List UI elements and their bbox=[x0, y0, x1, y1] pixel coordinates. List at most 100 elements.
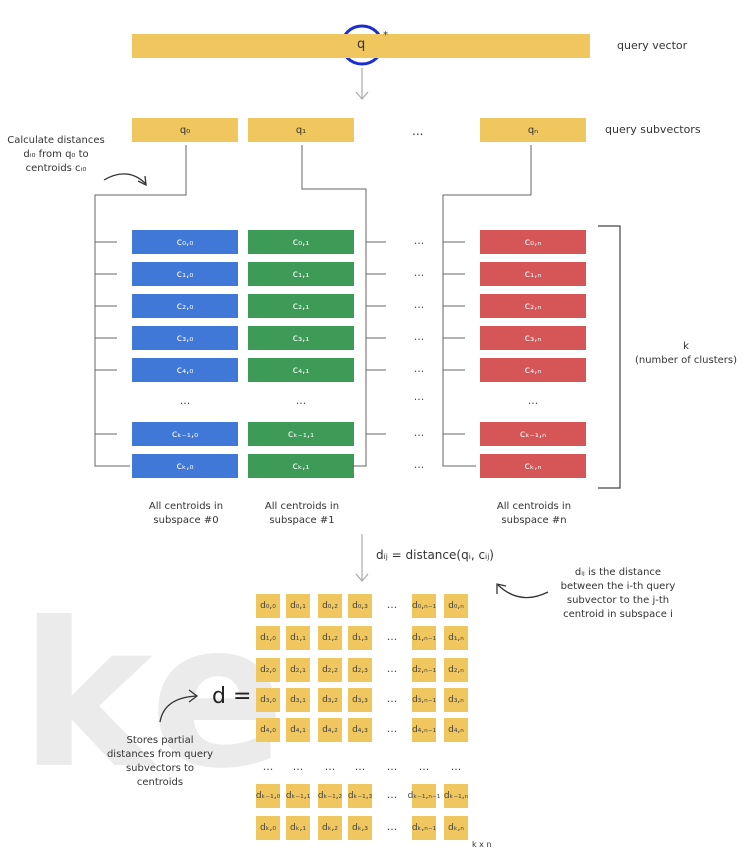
subspace-1-dots: ... bbox=[295, 394, 307, 407]
matrix-dots: ... bbox=[386, 692, 398, 705]
matrix-cell: d₂,₁ bbox=[286, 658, 310, 682]
matrix-cell: d₀,ₙ bbox=[444, 594, 468, 618]
subspace-0-centroid: c₃,₀ bbox=[132, 326, 238, 350]
matrix-cell: dₖ,ₙ bbox=[444, 816, 468, 840]
matrix-cell: d₁,ₙ₋₁ bbox=[412, 626, 436, 650]
subspace-0-centroid: c₀,₀ bbox=[132, 230, 238, 254]
matrix-cell: dₖ₋₁,₃ bbox=[348, 784, 372, 808]
query-vector-bar bbox=[132, 34, 590, 58]
distance-note-line3: subvector to the j-th bbox=[566, 595, 670, 606]
matrix-cell: d₂,₃ bbox=[348, 658, 372, 682]
query-vector-label: q bbox=[357, 37, 366, 52]
watermark: ke bbox=[20, 580, 288, 813]
caption-subspace-n-line1: All centroids in bbox=[496, 501, 572, 512]
matrix-dots: ... bbox=[292, 760, 304, 773]
matrix-cell: d₁,₁ bbox=[286, 626, 310, 650]
subspace-n-centroid: c₂,ₙ bbox=[480, 294, 586, 318]
k-label: k bbox=[683, 341, 689, 352]
subvector-0: q₀ bbox=[132, 118, 238, 142]
subspace-1-centroid: c₁,₁ bbox=[248, 262, 354, 286]
matrix-cell: d₄,ₙ₋₁ bbox=[412, 718, 436, 742]
subspace-n-centroid: c₀,ₙ bbox=[480, 230, 586, 254]
d-equals-label: d = bbox=[212, 684, 252, 709]
subspace-1-centroid: c₀,₁ bbox=[248, 230, 354, 254]
matrix-dots: ... bbox=[354, 760, 366, 773]
matrix-dots: ... bbox=[262, 760, 274, 773]
calc-note-line2: dᵢ₀ from q₀ to bbox=[23, 149, 89, 160]
matrix-cell: d₃,₀ bbox=[256, 688, 280, 712]
subspace-n-centroid: c₁,ₙ bbox=[480, 262, 586, 286]
subvector-n: qₙ bbox=[480, 118, 586, 142]
store-note: Stores partial distances from query subv… bbox=[100, 734, 220, 790]
subvector-1-label: q₁ bbox=[295, 124, 307, 136]
subspace-0-centroid: c₁,₀ bbox=[132, 262, 238, 286]
matrix-dots: ... bbox=[324, 760, 336, 773]
subspace-n-centroid: cₖ₋₁,ₙ bbox=[480, 422, 586, 446]
matrix-cell: d₄,₁ bbox=[286, 718, 310, 742]
matrix-cell: d₁,₀ bbox=[256, 626, 280, 650]
store-note-line2: distances from query bbox=[106, 749, 214, 760]
subvectors-caption: query subvectors bbox=[605, 123, 701, 136]
matrix-cell: dₖ₋₁,₂ bbox=[318, 784, 342, 808]
store-note-line1: Stores partial bbox=[126, 735, 194, 746]
matrix-cell: d₃,ₙ₋₁ bbox=[412, 688, 436, 712]
subspace-1-centroid: c₂,₁ bbox=[248, 294, 354, 318]
matrix-cell: d₂,ₙ bbox=[444, 658, 468, 682]
matrix-cell: dₖ,₁ bbox=[286, 816, 310, 840]
calc-note: Calculate distances dᵢ₀ from q₀ to centr… bbox=[0, 134, 112, 176]
matrix-cell: d₃,₂ bbox=[318, 688, 342, 712]
matrix-dots: ... bbox=[450, 760, 462, 773]
store-note-line4: centroids bbox=[136, 777, 184, 788]
distance-note: dᵢⱼ is the distance between the i-th que… bbox=[548, 566, 688, 622]
caption-subspace-1: All centroids in subspace #1 bbox=[244, 500, 360, 528]
subspace-n-centroid: c₃,ₙ bbox=[480, 326, 586, 350]
calc-note-line1: Calculate distances bbox=[7, 135, 105, 146]
subspace-0-centroid: c₄,₀ bbox=[132, 358, 238, 382]
caption-subspace-0: All centroids in subspace #0 bbox=[128, 500, 244, 528]
gap-dots: ... bbox=[413, 234, 425, 247]
matrix-dots: ... bbox=[418, 760, 430, 773]
matrix-cell: d₄,₂ bbox=[318, 718, 342, 742]
matrix-dots: ... bbox=[386, 662, 398, 675]
distance-formula: dᵢⱼ = distance(qᵢ, cᵢⱼ) bbox=[376, 548, 494, 562]
subspace-n-dots: ... bbox=[527, 394, 539, 407]
gap-dots: ... bbox=[413, 330, 425, 343]
matrix-dots: ... bbox=[386, 820, 398, 833]
matrix-cell: d₃,₁ bbox=[286, 688, 310, 712]
matrix-cell: dₖ,₂ bbox=[318, 816, 342, 840]
matrix-cell: d₁,₃ bbox=[348, 626, 372, 650]
calc-note-line3: centroids cᵢ₀ bbox=[25, 163, 87, 174]
subvector-1: q₁ bbox=[248, 118, 354, 142]
matrix-cell: d₄,₀ bbox=[256, 718, 280, 742]
matrix-cell: dₖ,ₙ₋₁ bbox=[412, 816, 436, 840]
gap-dots: ... bbox=[413, 390, 425, 403]
matrix-dots: ... bbox=[386, 598, 398, 611]
matrix-cell: dₖ₋₁,ₙ bbox=[444, 784, 468, 808]
matrix-cell: d₂,₂ bbox=[318, 658, 342, 682]
distance-note-line4: centroid in subspace i bbox=[563, 609, 673, 620]
caption-subspace-0-line1: All centroids in bbox=[148, 501, 224, 512]
caption-subspace-1-line1: All centroids in bbox=[264, 501, 340, 512]
subvector-0-label: q₀ bbox=[179, 124, 191, 136]
matrix-cell: dₖ,₃ bbox=[348, 816, 372, 840]
matrix-cell: d₀,₁ bbox=[286, 594, 310, 618]
subspace-1-centroid: c₄,₁ bbox=[248, 358, 354, 382]
query-star: * bbox=[383, 30, 388, 41]
k-caption: (number of clusters) bbox=[634, 355, 738, 366]
matrix-cell: dₖ₋₁,₁ bbox=[286, 784, 310, 808]
matrix-dots: ... bbox=[386, 760, 398, 773]
matrix-cell: d₀,₂ bbox=[318, 594, 342, 618]
matrix-cell: d₄,₃ bbox=[348, 718, 372, 742]
matrix-cell: dₖ,₀ bbox=[256, 816, 280, 840]
subspace-0-centroid: cₖ,₀ bbox=[132, 454, 238, 478]
subvector-n-label: qₙ bbox=[527, 124, 539, 136]
matrix-cell: dₖ₋₁,ₙ₋₁ bbox=[408, 784, 440, 808]
subspace-1-centroid: cₖ,₁ bbox=[248, 454, 354, 478]
caption-subspace-1-line2: subspace #1 bbox=[269, 515, 335, 526]
subspace-1-centroid: c₃,₁ bbox=[248, 326, 354, 350]
gap-dots: ... bbox=[413, 362, 425, 375]
gap-dots: ... bbox=[413, 298, 425, 311]
subspace-0-dots: ... bbox=[179, 394, 191, 407]
matrix-cell: d₂,ₙ₋₁ bbox=[412, 658, 436, 682]
